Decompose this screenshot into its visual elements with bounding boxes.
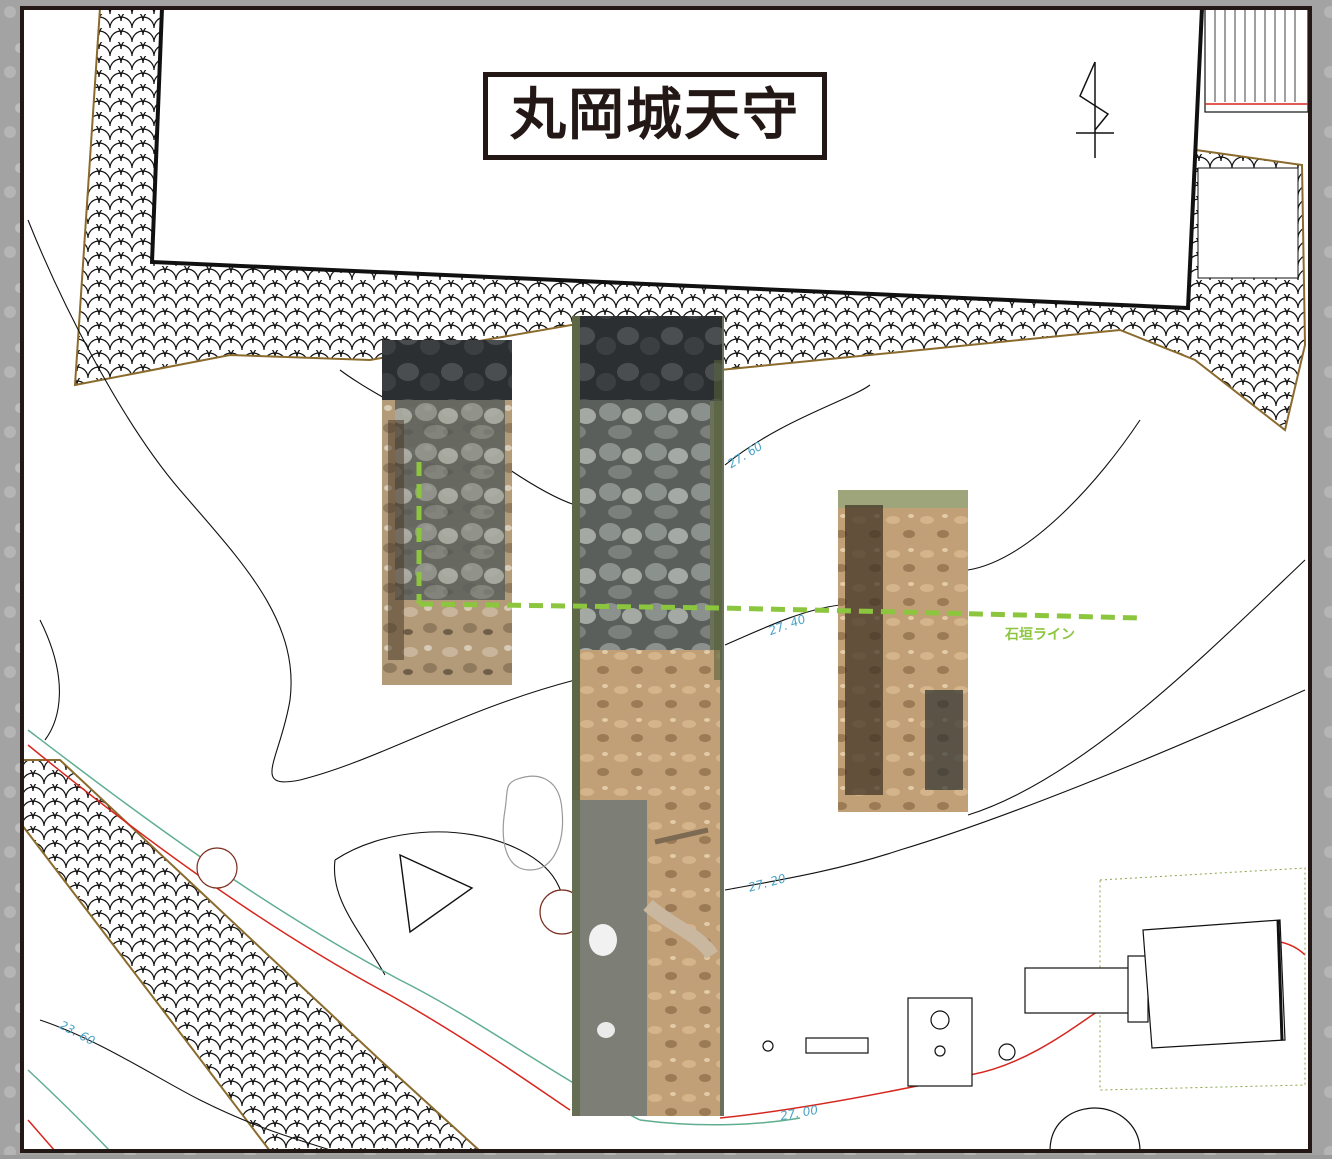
trench-left xyxy=(382,340,512,685)
trench-center xyxy=(572,316,724,1116)
contour-lines xyxy=(27,219,1306,1151)
title-box: 丸岡城天守 xyxy=(483,72,827,160)
triangle-marker xyxy=(399,853,474,934)
trench-right xyxy=(838,490,968,812)
bench xyxy=(805,1037,869,1054)
annex-building xyxy=(1204,7,1309,113)
stone-line-label: 石垣ライン xyxy=(1005,627,1075,643)
dotted-boundary xyxy=(1099,867,1306,1091)
monument xyxy=(1142,919,1286,1049)
annex-steps xyxy=(1197,167,1299,279)
tree-circle-1 xyxy=(196,847,238,889)
annex-hatching xyxy=(1214,10,1296,102)
north-arrow-icon xyxy=(1076,61,1114,158)
tree-circle-3 xyxy=(1049,1107,1141,1152)
stone-line xyxy=(416,462,1141,621)
map-title: 丸岡城天守 xyxy=(510,83,800,148)
map-frame xyxy=(20,6,1312,1153)
monument-base xyxy=(1024,967,1132,1014)
rock-outline xyxy=(502,775,564,871)
